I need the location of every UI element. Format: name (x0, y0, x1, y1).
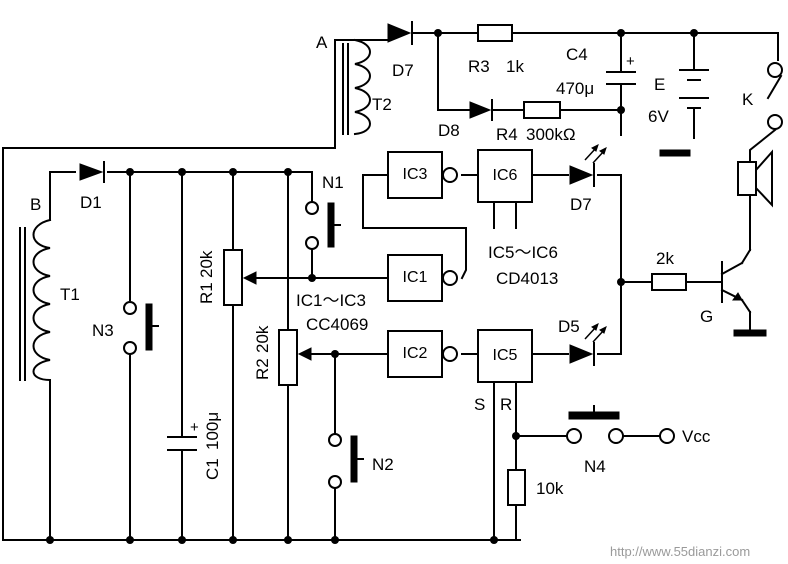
label-plus-c4: + (626, 53, 635, 70)
label-c4: C4 (566, 45, 588, 64)
label-d8: D8 (438, 121, 460, 140)
label-g: G (700, 307, 713, 326)
label-b: B (30, 195, 41, 214)
diode-d7-top (387, 21, 413, 45)
flipflop-ic5 (477, 329, 533, 383)
inverter-ic3 (387, 151, 458, 199)
label-2k: 2k (656, 249, 674, 268)
label-ic5-ic6: IC5～IC6 (488, 243, 558, 262)
label-r2: R2 (253, 358, 272, 380)
label-r1: R1 (197, 282, 216, 304)
label-c1: C1 (203, 458, 222, 480)
label-r4-val: 300kΩ (526, 125, 576, 144)
label-cc4069: CC4069 (306, 315, 368, 334)
diode-d8 (469, 99, 493, 121)
pushbutton-n1 (305, 201, 341, 250)
label-s: S (474, 395, 485, 414)
label-vcc: Vcc (682, 427, 711, 446)
pushbutton-n4 (566, 405, 675, 444)
label-ic1: IC1 (403, 269, 428, 286)
label-d1: D1 (80, 193, 102, 212)
label-ic1-ic3: IC1～IC3 (296, 291, 366, 310)
speaker-icon (737, 149, 773, 208)
led-d7 (569, 144, 607, 187)
label-n1: N1 (322, 173, 344, 192)
label-r: R (500, 395, 512, 414)
label-n3: N3 (92, 321, 114, 340)
transistor-g (720, 261, 767, 337)
label-r4: R4 (496, 125, 518, 144)
diode-d1 (79, 161, 105, 183)
label-ic3: IC3 (403, 166, 428, 183)
label-r1-val: 20k (197, 250, 216, 278)
label-10k: 10k (536, 479, 564, 498)
label-a: A (316, 33, 328, 52)
pushbutton-n2 (328, 433, 364, 489)
label-r2-val: 20k (253, 325, 272, 353)
inverter-ic1 (387, 254, 458, 302)
transformer-t1 (19, 218, 52, 382)
label-d7-top: D7 (392, 61, 414, 80)
label-n2: N2 (372, 455, 394, 474)
capacitor-c4 (606, 71, 636, 85)
label-d7-led: D7 (570, 195, 592, 214)
label-c4-val: 470μ (556, 79, 594, 98)
label-k: K (742, 90, 754, 109)
label-e-val: 6V (648, 107, 669, 126)
label-ic2: IC2 (403, 345, 428, 362)
resistor-10k (507, 469, 526, 506)
battery-e (659, 69, 709, 157)
label-r3: R3 (468, 57, 490, 76)
junction-dots (46, 29, 698, 544)
label-r3-val: 1k (506, 57, 524, 76)
label-plus-c1: + (190, 419, 199, 436)
capacitor-c1 (167, 436, 197, 451)
inverter-ic2 (387, 330, 458, 378)
pushbutton-n3 (123, 301, 159, 355)
resistor-r3 (477, 24, 513, 42)
flipflop-ic6 (477, 149, 533, 203)
resistor-2k (651, 273, 687, 291)
label-t2: T2 (372, 95, 392, 114)
watermark-text: http://www.55dianzi.com (610, 544, 750, 559)
switch-k (766, 62, 783, 130)
label-d5: D5 (558, 317, 580, 336)
potentiometer-r2 (278, 329, 312, 386)
label-ic5: IC5 (493, 347, 518, 364)
potentiometer-r1 (223, 249, 257, 306)
label-n4: N4 (584, 457, 606, 476)
label-ic6: IC6 (493, 167, 518, 184)
label-t1: T1 (60, 285, 80, 304)
resistor-r4 (523, 101, 561, 119)
label-e: E (654, 75, 665, 94)
led-d5 (569, 323, 607, 366)
label-cd4013: CD4013 (496, 269, 558, 288)
transformer-t2 (342, 38, 371, 136)
label-c1-val: 100μ (203, 412, 222, 450)
